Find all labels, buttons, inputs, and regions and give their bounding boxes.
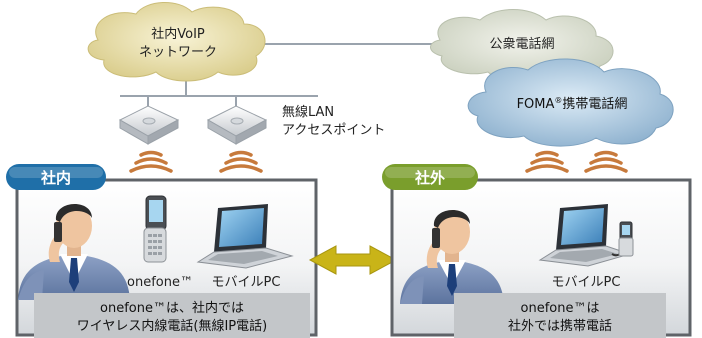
businessman-icon xyxy=(18,203,130,300)
network-lines xyxy=(120,43,440,108)
mobile-pc-icon xyxy=(196,204,294,269)
onefone-phone-icon xyxy=(143,195,167,263)
signal-wave-icon xyxy=(129,150,173,173)
signal-wave-icon xyxy=(584,150,628,173)
office-tab: 社内 xyxy=(6,164,106,190)
double-arrow-icon xyxy=(308,245,398,275)
office-pc-label: モバイルPC xyxy=(212,275,281,290)
foma-network-cloud: FOMA®携帯電話網 xyxy=(467,58,674,147)
foma-label-suffix: 携帯電話網 xyxy=(562,96,627,112)
outside-caption-box xyxy=(454,293,666,338)
office-phone-label: onefone™ xyxy=(127,275,193,290)
outside-caption-line1: onefone™は xyxy=(521,301,600,316)
office-caption-box xyxy=(34,293,310,338)
mobile-pc-icon xyxy=(538,204,632,267)
access-point-2 xyxy=(206,105,268,145)
foma-label-mark: ® xyxy=(554,96,562,105)
public-network-label: 公衆電話網 xyxy=(489,36,554,52)
wlan-ap-label-line1: 無線LAN xyxy=(282,104,334,120)
signal-wave-icon xyxy=(219,150,263,173)
outside-tab-label: 社外 xyxy=(414,169,445,187)
foma-network-label: FOMA®携帯電話網 xyxy=(517,96,628,112)
mobile-phone-icon xyxy=(618,221,634,257)
office-caption-line1: onefone™は、社内では xyxy=(100,300,244,316)
outside-tab: 社外 xyxy=(382,164,478,190)
wlan-ap-label-line2: アクセスポイント xyxy=(282,123,385,138)
signal-wave-icon xyxy=(525,150,569,173)
office-caption-line2: ワイヤレス内線電話(無線IP電話) xyxy=(77,318,267,334)
foma-label-prefix: FOMA xyxy=(517,97,555,112)
outside-pc-label: モバイルPC xyxy=(552,275,621,290)
voip-cloud-label-line1: 社内VoIP xyxy=(151,26,205,42)
office-tab-label: 社内 xyxy=(40,169,71,187)
voip-cloud-label-line2: ネットワーク xyxy=(139,45,217,60)
access-point-1 xyxy=(118,105,180,145)
voip-network-cloud: 社内VoIP ネットワーク xyxy=(87,1,266,82)
outside-caption-line2: 社外では携帯電話 xyxy=(508,318,612,334)
